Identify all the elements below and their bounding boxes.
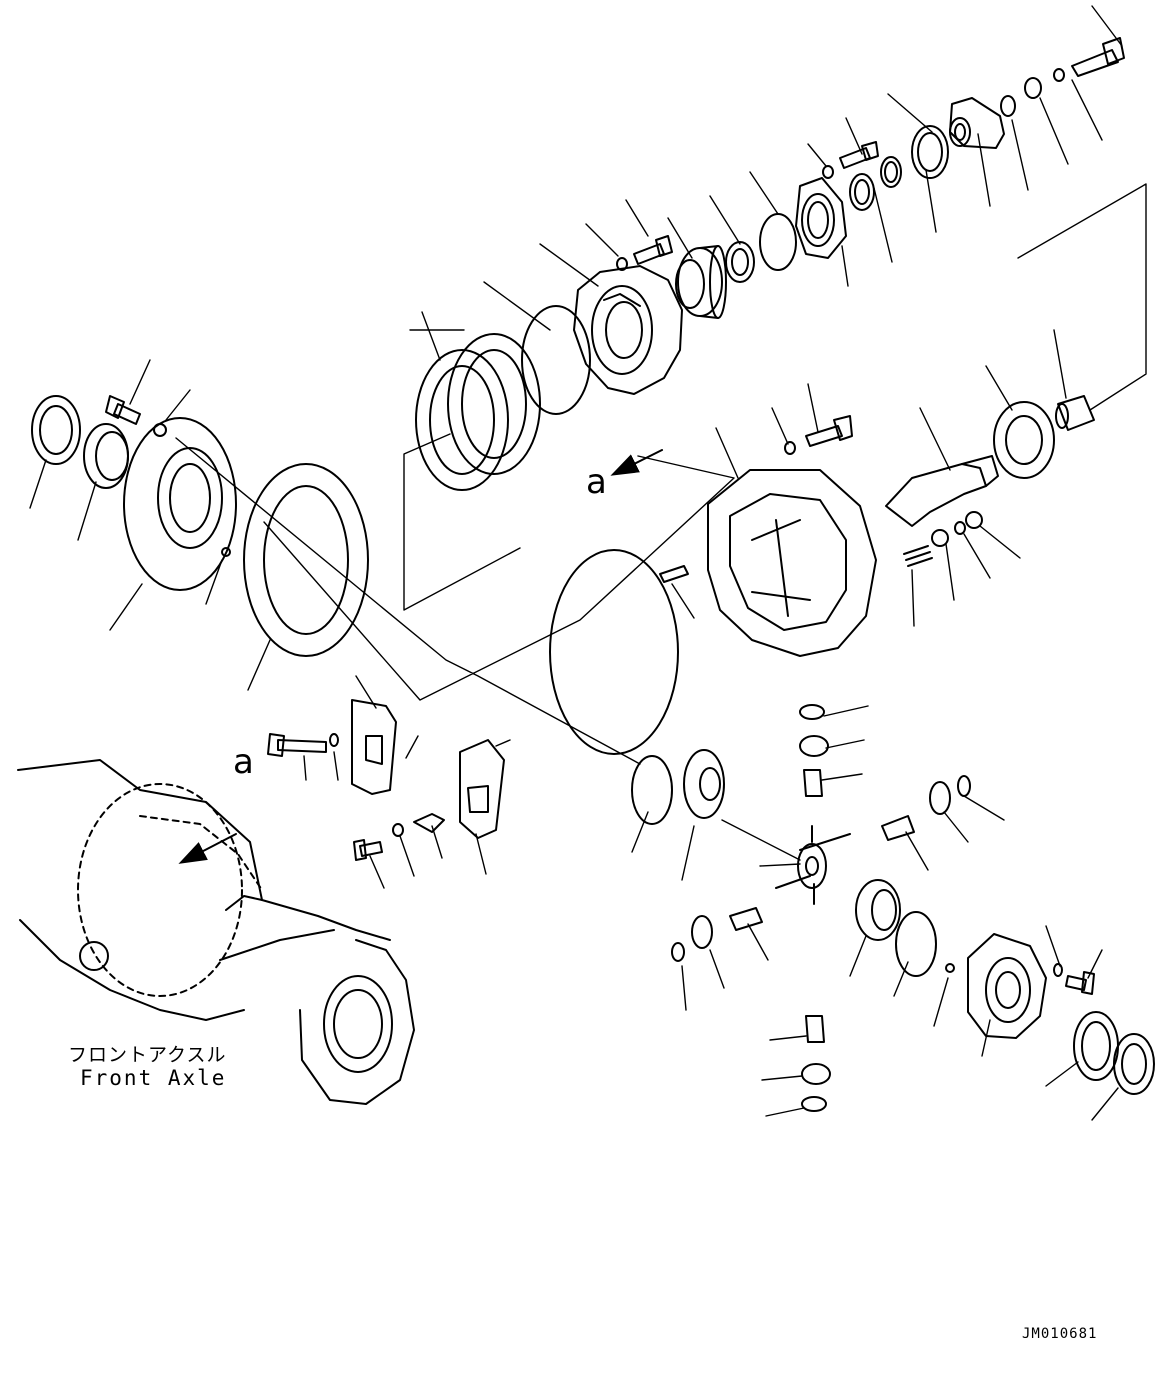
shim-pack — [415, 333, 541, 491]
bracket-right — [459, 739, 505, 839]
taper-bearing-lower — [993, 401, 1055, 479]
sleeve-top — [803, 769, 823, 797]
arrow-icon — [178, 833, 237, 864]
washer-lower-bracket — [392, 823, 404, 837]
spider-cross — [775, 825, 851, 905]
bolt-c — [633, 235, 673, 265]
bolt-lower-bracket — [353, 839, 383, 861]
front-axle-housing — [17, 759, 415, 1105]
figure-id: JM010681 — [1022, 1326, 1098, 1342]
pinion-gear-left — [691, 915, 713, 949]
washer-1 — [1053, 68, 1065, 82]
thrust-washer-left — [631, 755, 673, 825]
oil-seal-left — [31, 395, 81, 465]
drive-pinion — [885, 455, 999, 527]
washer-right — [1053, 963, 1063, 977]
view-label-a-bottom: a — [233, 742, 254, 782]
differential-housing — [707, 469, 877, 657]
bolt-b — [839, 141, 879, 169]
o-ring-mid — [759, 213, 797, 271]
sleeve-right — [881, 815, 915, 841]
bearing-cup — [849, 173, 875, 211]
washer-c — [616, 257, 628, 271]
oil-seal — [880, 156, 902, 188]
seal-ring — [911, 125, 949, 179]
o-ring-small — [1000, 95, 1016, 117]
front-axle-label-en: Front Axle — [80, 1066, 227, 1090]
differential-carrier-right — [967, 933, 1047, 1039]
bolt-left — [105, 395, 141, 425]
dowel-pin — [659, 565, 689, 583]
pinion-gear-top — [799, 735, 829, 757]
washer-bracket — [329, 733, 339, 747]
gasket-large — [549, 549, 679, 755]
sleeve-bottom — [805, 1015, 825, 1043]
bolt-housing — [805, 415, 853, 447]
coupling-flange — [949, 97, 1005, 149]
o-ring-large — [521, 305, 591, 415]
sleeve-left — [729, 907, 763, 931]
nut-right-1 — [957, 775, 971, 797]
leader-lines — [29, 5, 1147, 1121]
pin-right — [945, 963, 955, 973]
pinion-gear-bottom — [801, 1063, 831, 1085]
nut-bottom-1 — [801, 1096, 827, 1112]
nut-top-1 — [799, 704, 825, 720]
ring-gear — [243, 463, 369, 657]
thrust-washer-right — [895, 911, 937, 977]
oil-seal-right — [1113, 1033, 1155, 1095]
view-label-a-top: a — [586, 462, 607, 502]
bolt-top-right — [1071, 37, 1125, 77]
plug-a — [931, 529, 949, 547]
bearing-cup-left — [83, 423, 129, 489]
bearing-retainer — [795, 177, 847, 259]
pin-left — [221, 547, 231, 557]
plug-b — [954, 521, 966, 535]
pinion-gear-right — [929, 781, 951, 815]
side-gear-left — [683, 749, 725, 819]
bearing-spacer — [1055, 395, 1095, 431]
plug-c — [965, 511, 983, 529]
lock-plate — [413, 813, 445, 833]
washer-housing — [784, 441, 796, 455]
taper-bearing-upper — [675, 245, 727, 319]
side-gear-right — [855, 879, 901, 941]
differential-carrier-left — [123, 417, 237, 591]
pinion-cage — [573, 265, 683, 395]
arrow-icon — [610, 449, 663, 476]
washer-b — [822, 165, 834, 179]
bracket-left — [351, 699, 397, 795]
bearing-small — [725, 241, 755, 283]
nut-left-1 — [671, 942, 685, 962]
washer-2 — [1024, 77, 1042, 99]
front-axle-label-jp: フロントアクスル — [68, 1044, 227, 1066]
bearing-cup-right — [1073, 1011, 1119, 1081]
spring — [903, 545, 933, 567]
bolt-long — [267, 733, 327, 757]
